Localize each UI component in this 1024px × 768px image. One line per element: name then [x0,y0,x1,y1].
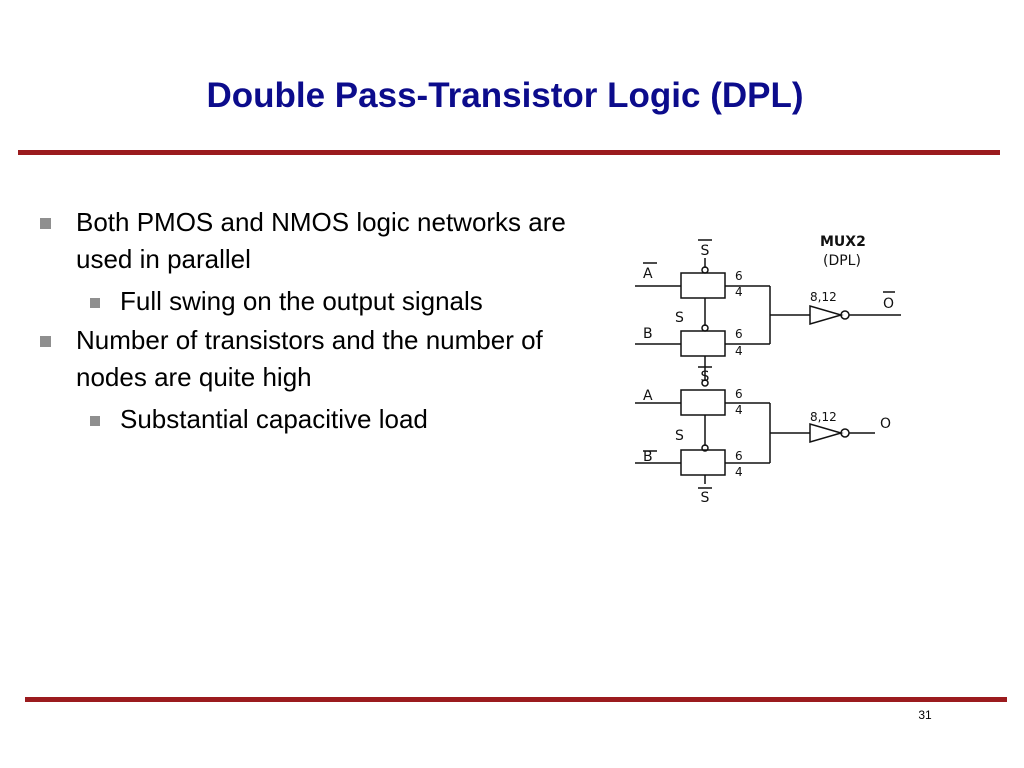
length-label: 4 [735,403,743,417]
input-label: B [643,449,653,465]
input-label: A [643,266,653,282]
square-bullet-icon [40,336,51,347]
length-label: 4 [735,285,743,299]
sub-bullet-text: Substantial capacitive load [120,404,428,434]
select-label: S [675,428,684,444]
select-label: S [701,369,710,385]
pass-transistor-a-bar [680,272,726,299]
select-label: S [701,243,710,259]
sub-bullet-item: Full swing on the output signals [38,283,578,320]
slide-title: Double Pass-Transistor Logic (DPL) [206,76,804,115]
length-label: 4 [735,344,743,358]
width-label: 6 [735,449,743,463]
select-bubble [701,444,709,452]
inverter-size-label: 8,12 [810,410,837,424]
diagram-subtitle: (DPL) [823,253,861,269]
bullet-text: Number of transistors and the number of … [76,325,543,392]
square-bullet-icon [90,416,100,426]
bullet-list: Both PMOS and NMOS logic networks are us… [38,204,578,438]
select-bubble [701,379,709,387]
footer-divider [25,697,1007,702]
input-label: A [643,388,653,404]
page-number: 31 [918,708,932,722]
width-label: 6 [735,387,743,401]
output-label: O [883,296,894,312]
width-label: 6 [735,269,743,283]
select-label: S [701,490,710,506]
diagram-title: MUX2 [820,234,866,250]
dpl-mux-circuit-diagram: S MUX2 (DPL) A 6 4 8,12 O S B 6 4 S A 6 … [635,234,901,506]
inverter-size-label: 8,12 [810,290,837,304]
pass-transistor-b-bar [680,449,726,476]
square-bullet-icon [90,298,100,308]
width-label: 6 [735,327,743,341]
bullet-item: Number of transistors and the number of … [38,322,578,396]
bullet-text: Both PMOS and NMOS logic networks are us… [76,207,566,274]
sub-bullet-text: Full swing on the output signals [120,286,483,316]
bullet-item: Both PMOS and NMOS logic networks are us… [38,204,578,278]
title-divider [18,150,1000,155]
select-bubble [701,324,709,332]
input-label: B [643,326,653,342]
select-label: S [675,310,684,326]
inverter-icon [809,423,844,443]
output-label: O [880,416,891,432]
sub-bullet-item: Substantial capacitive load [38,401,578,438]
pass-transistor-a [680,389,726,416]
square-bullet-icon [40,218,51,229]
length-label: 4 [735,465,743,479]
pass-transistor-b [680,330,726,357]
inverter-icon [809,305,844,325]
